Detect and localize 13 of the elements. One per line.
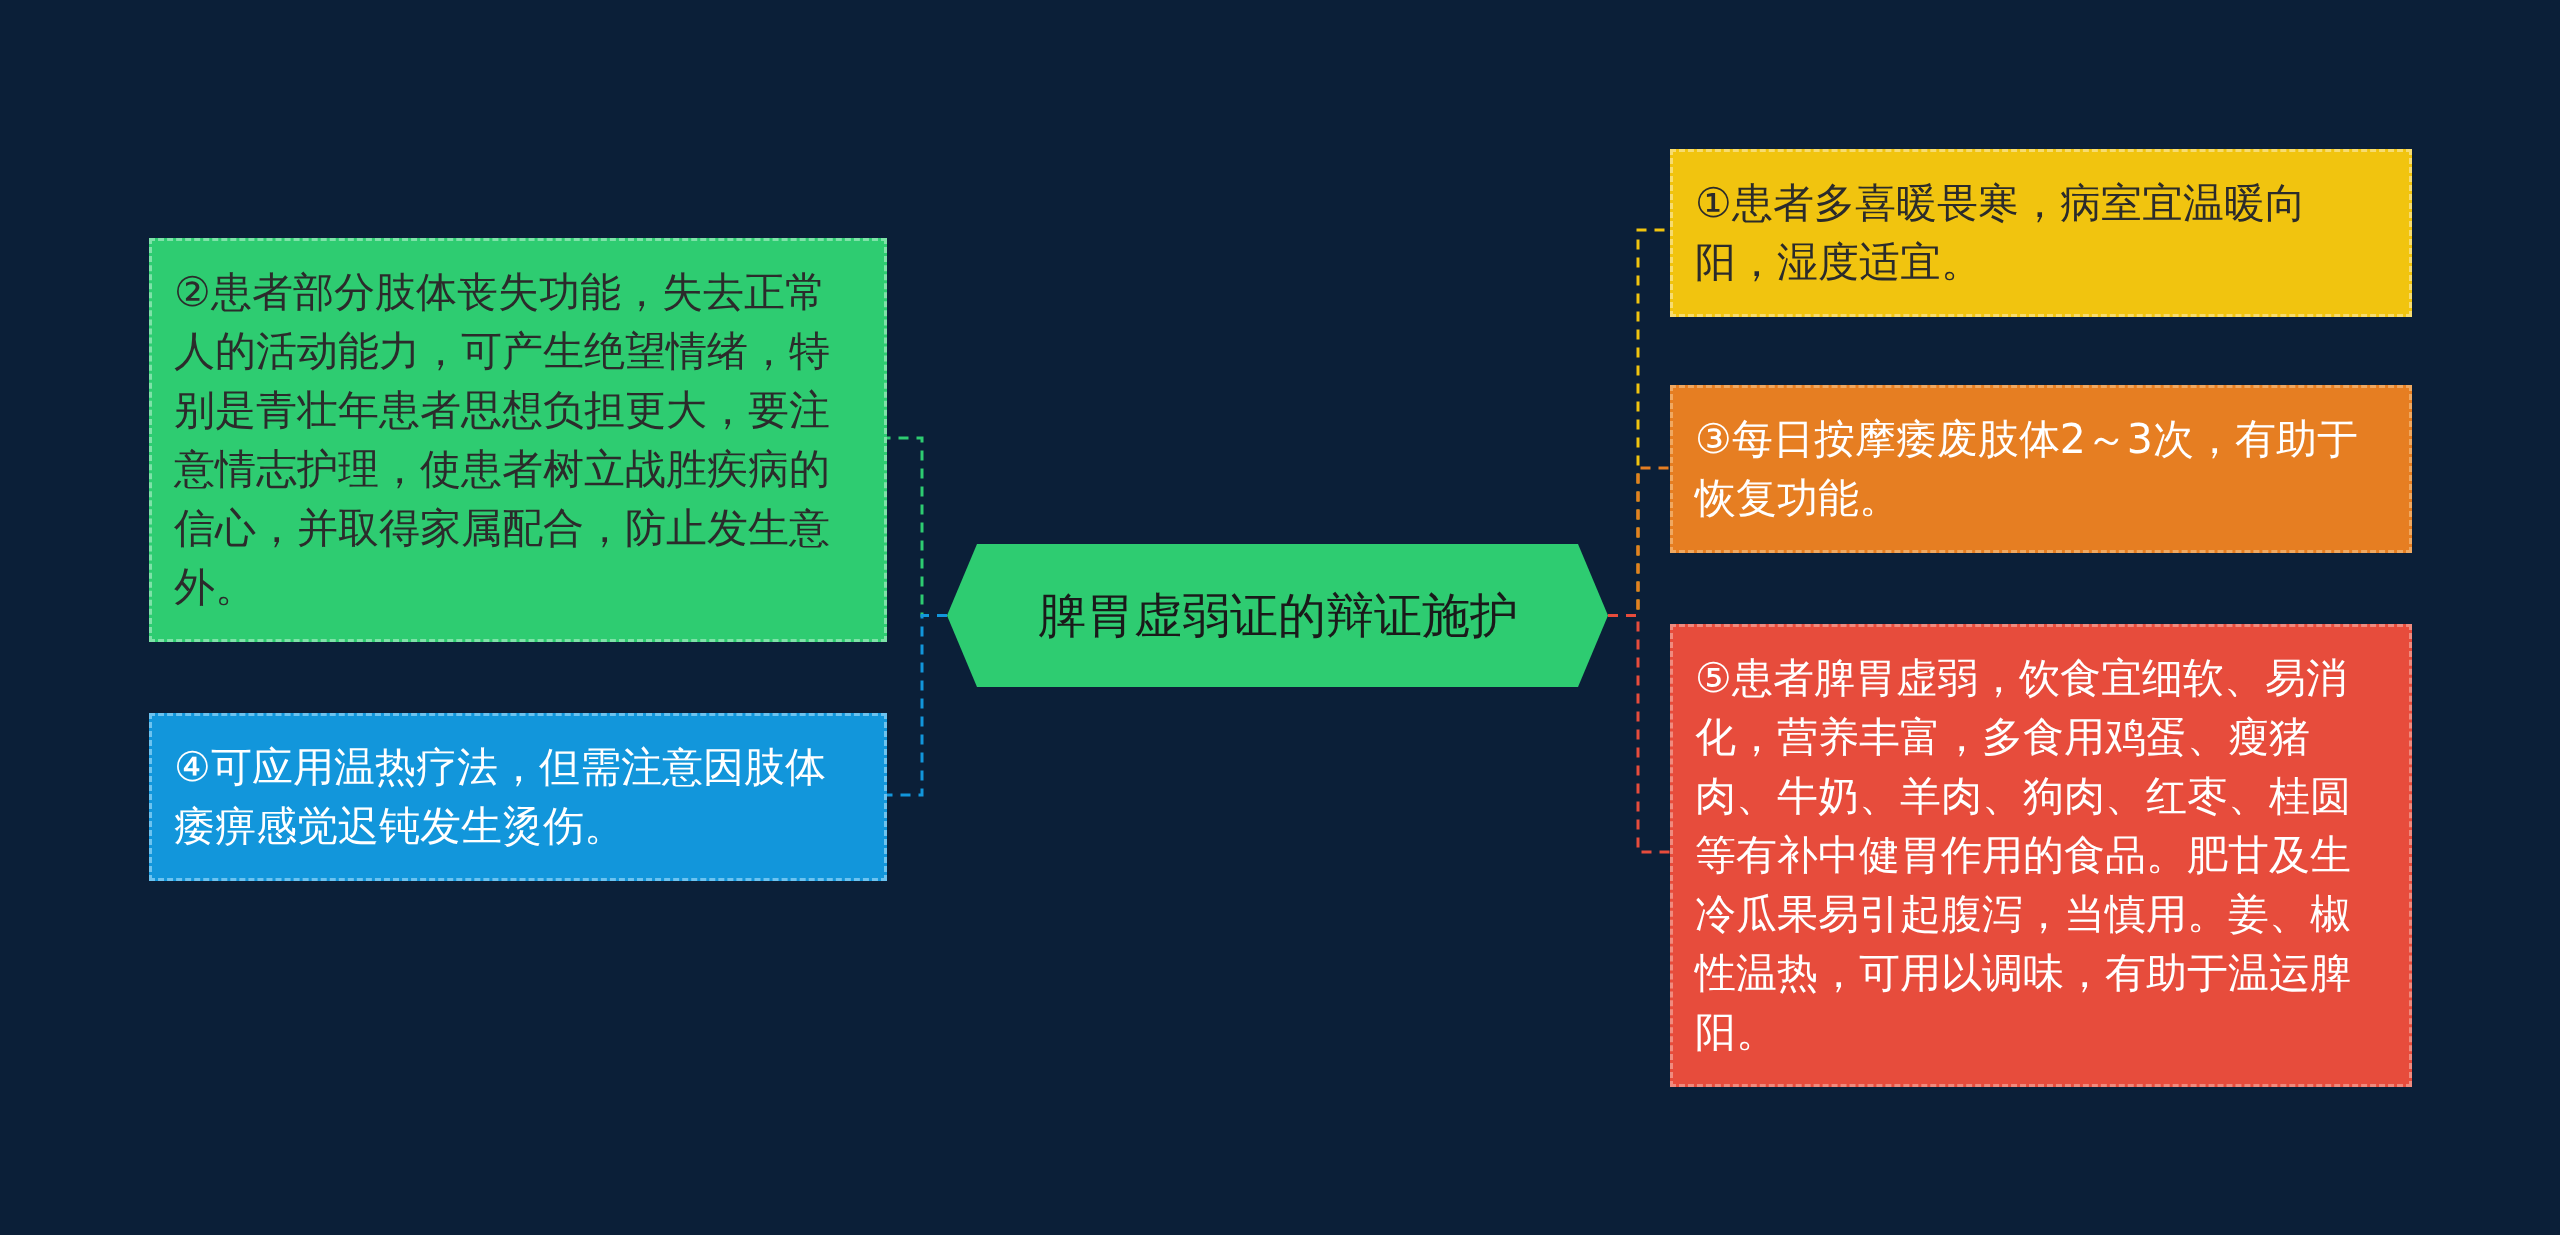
note-text: ②患者部分肢体丧失功能，失去正常人的活动能力，可产生绝望情绪，特别是青壮年患者思想负担更大，要注意情志护理，使患者树立战胜疾病的信心，并取得家属配合，防止发生意外。 xyxy=(174,267,831,613)
note-text: ①患者多喜暖畏寒，病室宜温暖向阳，湿度适宜。 xyxy=(1695,178,2307,288)
note-card xyxy=(149,713,887,881)
note-text: ⑤患者脾胃虚弱，饮食宜细软、易消化，营养丰富，多食用鸡蛋、瘦猪肉、牛奶、羊肉、狗肉、红枣、桂圆等有补中健胃作用的食品。肥甘及生冷瓜果易引起腹泻，当慎用。姜、椒性温热，可用以调味，有助于温运脾阳。 xyxy=(1695,653,2352,1058)
connector-line xyxy=(887,614,947,797)
note-text: ③每日按摩痿废肢体2～3次，有助于恢复功能。 xyxy=(1695,414,2359,524)
connector-line xyxy=(1608,614,1670,854)
note-card xyxy=(149,238,887,642)
note-card xyxy=(1670,624,2412,1087)
topic-hexagon: 脾胃虚弱证的辩证施护 xyxy=(947,544,1608,687)
note-text: ④可应用温热疗法，但需注意因肢体痿痹感觉迟钝发生烫伤。 xyxy=(174,742,827,852)
note-card xyxy=(1670,385,2412,553)
note-card xyxy=(1670,149,2412,317)
